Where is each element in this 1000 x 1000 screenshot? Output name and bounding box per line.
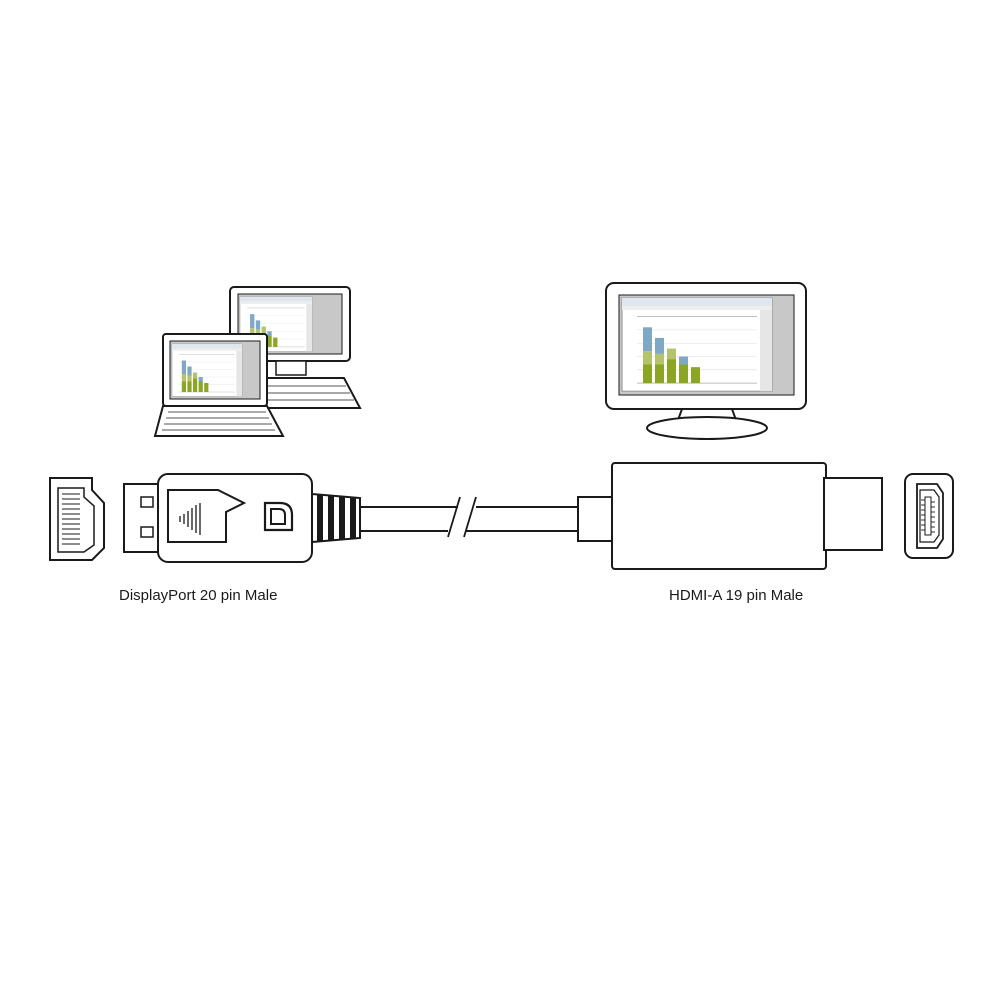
hdmi-label: HDMI-A 19 pin Male xyxy=(669,587,804,604)
latch-button xyxy=(167,489,247,543)
cable xyxy=(360,496,578,538)
laptop-icon xyxy=(153,333,285,437)
hdmi-end-view-icon xyxy=(904,473,954,559)
hdmi-connector xyxy=(577,462,883,570)
monitor-icon xyxy=(605,282,807,440)
displayport-label: DisplayPort 20 pin Male xyxy=(119,587,278,604)
displayport-logo-icon xyxy=(263,501,294,532)
displayport-end-view-icon xyxy=(49,477,105,561)
displayport-connector xyxy=(123,473,361,563)
